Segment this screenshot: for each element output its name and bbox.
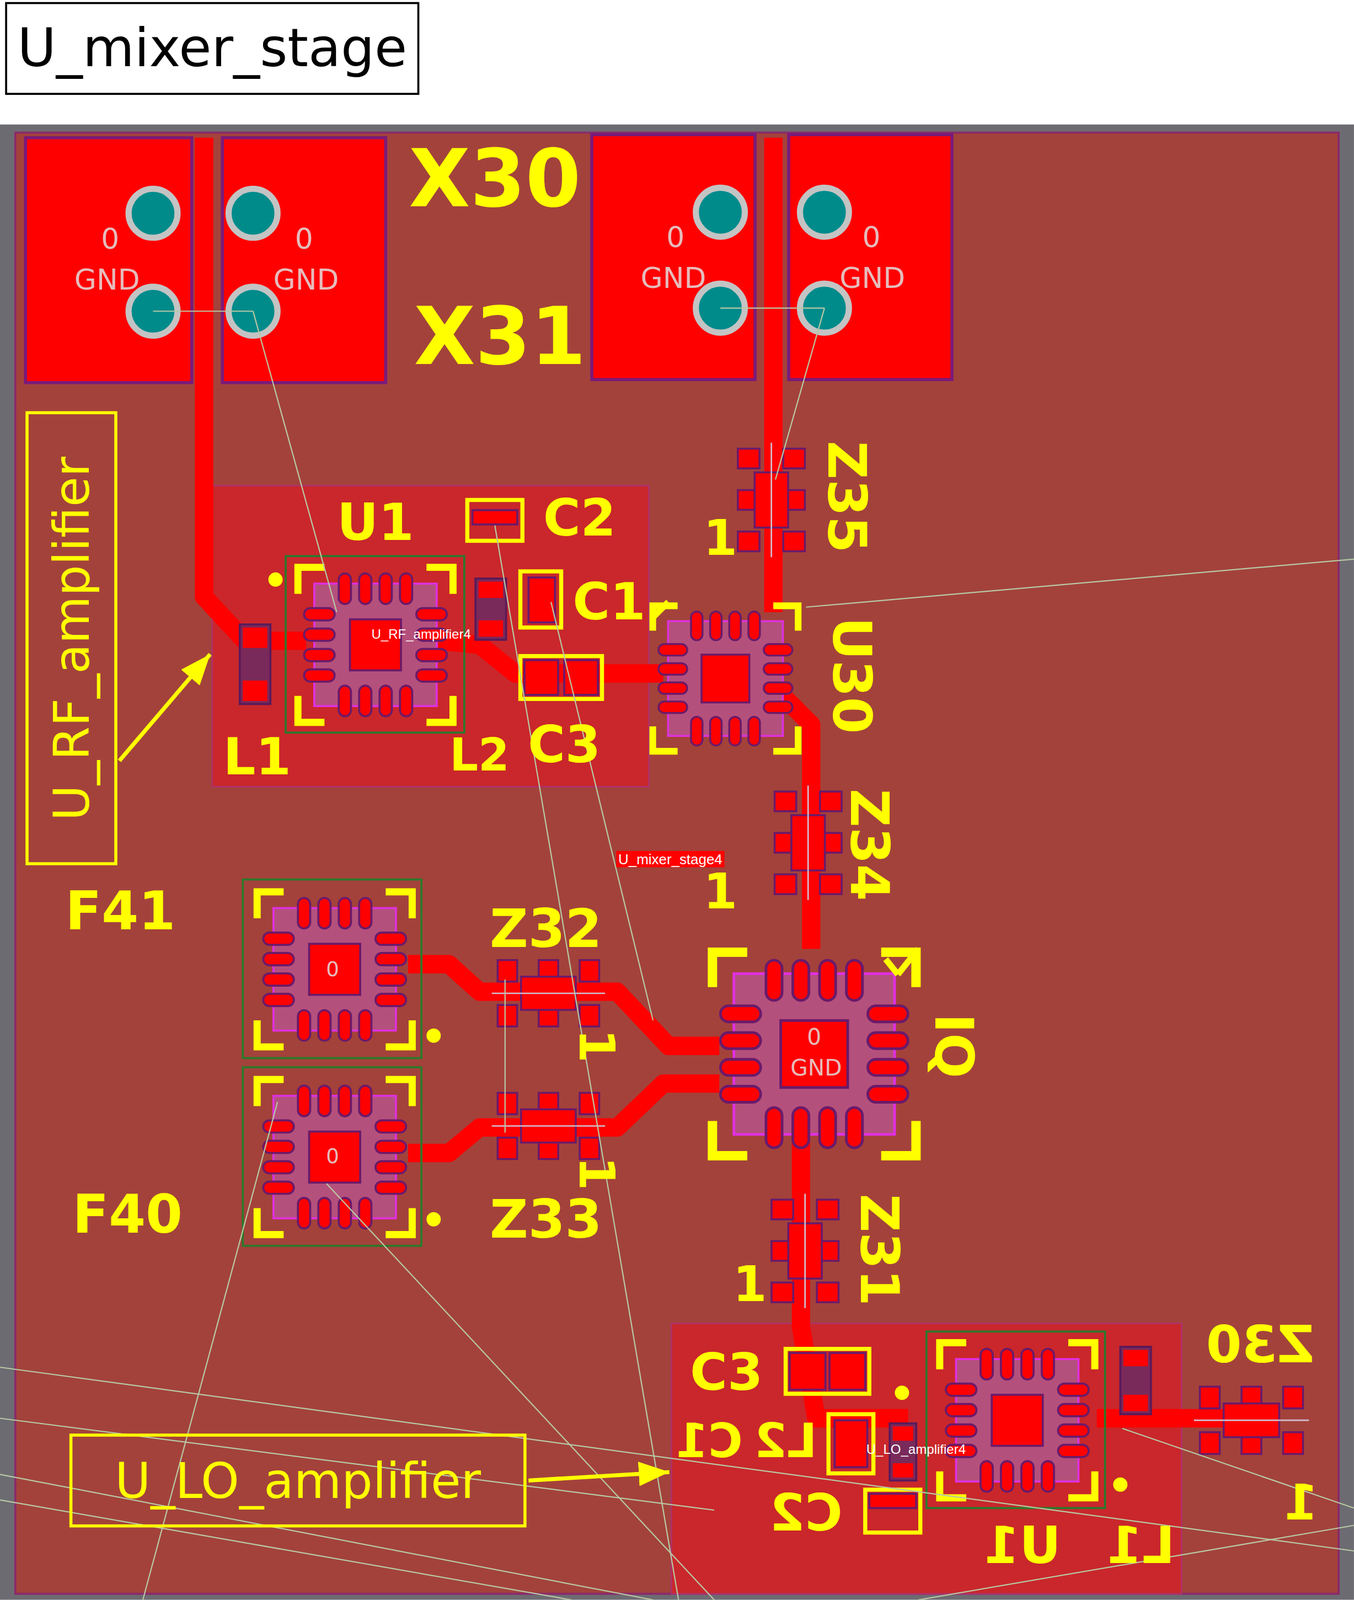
callout-text: U_LO_amplifier (114, 1456, 481, 1506)
designator: U1 (336, 496, 414, 549)
title-box: U_mixer_stage (4, 2, 420, 95)
designator: C1 (675, 1417, 743, 1465)
designator: L1 (223, 731, 292, 783)
net-name: 0 (806, 1026, 822, 1050)
room-tag: U_RF_amplifier4 (369, 626, 474, 642)
designator: F41 (65, 884, 176, 938)
designator: 1 (703, 866, 738, 916)
designator: L1 (1106, 1520, 1175, 1572)
callout-box: U_LO_amplifier (69, 1433, 527, 1528)
designator: Z33 (489, 1192, 603, 1246)
designator: C2 (769, 1487, 843, 1539)
designator: 1 (572, 1028, 622, 1063)
designator: Z31 (853, 1193, 907, 1307)
callout-arrow (119, 654, 211, 761)
net-name: 0 (295, 225, 314, 255)
designator: U30 (825, 617, 879, 735)
designator: C1 (572, 576, 646, 628)
designator: C3 (689, 1346, 763, 1399)
designator: C3 (527, 719, 601, 771)
designator: 1 (572, 1156, 622, 1191)
designator: U1 (983, 1520, 1061, 1572)
designator: 1 (732, 1259, 768, 1309)
net-name: 0 (100, 225, 120, 255)
board-outline: U_mixer_stage4 U_RF_amplifier4U_LO_amplif… (15, 132, 1339, 1594)
designator: 1 (703, 513, 738, 563)
net-name: GND (790, 1057, 842, 1080)
net-name: GND (74, 266, 141, 296)
callout-arrow (528, 1472, 670, 1481)
designator: Z35 (820, 440, 874, 554)
room-tag: U_LO_amplifier4 (864, 1441, 968, 1458)
callout-text: U_RF_amplifier (46, 456, 96, 821)
designator: L2 (754, 1417, 817, 1465)
net-name: 0 (666, 223, 685, 253)
designator: L2 (449, 732, 510, 778)
designator: IQ (927, 1013, 981, 1079)
net-name: GND (839, 264, 906, 293)
designator: X30 (408, 138, 581, 219)
designator: X31 (413, 296, 586, 377)
designator: C2 (543, 493, 617, 545)
room-tag: U_mixer_stage4 (616, 851, 725, 868)
net-name: GND (273, 266, 340, 296)
net-name: GND (640, 264, 707, 293)
designator: Z34 (842, 788, 896, 902)
designator: 1 (1283, 1477, 1319, 1527)
designator: Z30 (1206, 1319, 1315, 1371)
net-name: 0 (862, 223, 881, 253)
designator: Z32 (489, 901, 603, 955)
designator: F40 (72, 1187, 183, 1241)
net-name: 0 (325, 1146, 340, 1167)
net-name: 0 (325, 959, 340, 980)
callout-box: U_RF_amplifier (25, 411, 118, 866)
